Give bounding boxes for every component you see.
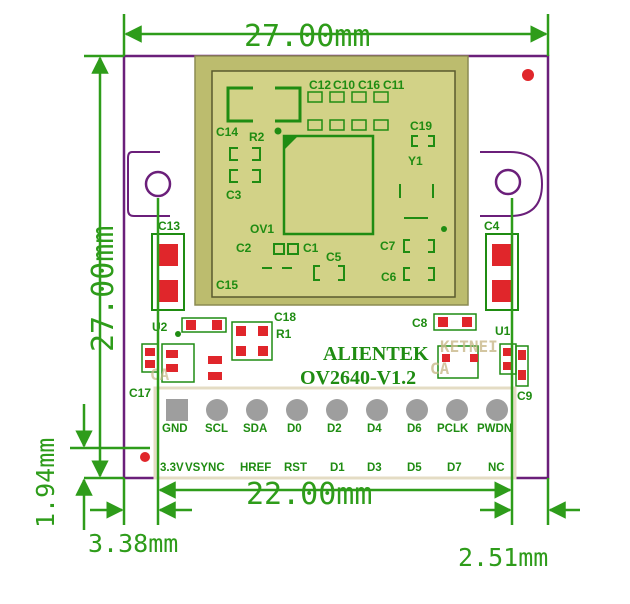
ref-r2: R2	[249, 130, 265, 144]
ref-c8: C8	[412, 316, 428, 330]
mount-hole-left	[144, 170, 172, 198]
svg-text:CA: CA	[430, 359, 450, 378]
dim-width-bottom: 22.00mm	[246, 477, 372, 512]
header-pin-top-gnd	[166, 399, 188, 421]
cap-c4	[485, 233, 519, 311]
ref-c17: C17	[129, 386, 151, 400]
pin-label-d2: D2	[327, 423, 342, 435]
pin-label-href: HREF	[240, 462, 271, 474]
pin-label-d6: D6	[407, 423, 422, 435]
ref-u2: U2	[152, 320, 168, 334]
mount-hole-right	[494, 168, 522, 196]
header-pin-top-pclk	[446, 399, 468, 421]
ref-c5: C5	[326, 250, 342, 264]
svg-text:CA: CA	[150, 365, 170, 384]
pin1-marker	[284, 136, 298, 150]
ref-c14: C14	[216, 125, 238, 139]
ref-u1: U1	[495, 324, 511, 338]
ref-c16: C16	[358, 78, 380, 92]
pin-label-rst: RST	[284, 462, 307, 474]
header-pin-top-scl	[206, 399, 228, 421]
sensor-inner	[211, 70, 456, 298]
svg-text:KETNEI: KETNEI	[440, 337, 498, 356]
ref-c1: C1	[303, 241, 319, 255]
pin-label-sda: SDA	[243, 423, 267, 435]
header-pin-top-d6	[406, 399, 428, 421]
dim-offset-left-x: 3.38mm	[88, 529, 178, 558]
ref-c9: C9	[517, 389, 533, 403]
pin-label-scl: SCL	[205, 423, 228, 435]
header-pin-top-sda	[246, 399, 268, 421]
pin-label-d3: D3	[367, 462, 382, 474]
pin-label-gnd: GND	[162, 423, 188, 435]
pin-label-nc: NC	[488, 462, 505, 474]
pin-label-d7: D7	[447, 462, 462, 474]
ref-r1: R1	[276, 327, 292, 341]
lower-right-parts	[433, 313, 529, 387]
header-pin-top-d4	[366, 399, 388, 421]
ref-c11: C11	[383, 78, 405, 92]
pin-label-vsync: VSYNC	[185, 462, 225, 474]
top-caps-group	[307, 91, 389, 131]
dim-offset-right-x: 2.51mm	[458, 543, 548, 572]
fiducial-top-right	[522, 69, 534, 81]
pin-label-d1: D1	[330, 462, 345, 474]
ref-c2: C2	[236, 241, 252, 255]
ref-c19: C19	[410, 119, 432, 133]
ref-c15: C15	[216, 278, 238, 292]
header-pin-top-pwdn	[486, 399, 508, 421]
ref-c7: C7	[380, 239, 396, 253]
header-pins	[166, 399, 508, 421]
pin-label-d0: D0	[287, 423, 302, 435]
sensor-chip	[282, 134, 375, 236]
sensor-ref-label: OV1	[250, 222, 274, 236]
fiducial-bottom-left	[140, 452, 150, 462]
ref-c13: C13	[158, 219, 180, 233]
pin-label-3v3: 3.3V	[160, 462, 184, 474]
ref-c18: C18	[274, 310, 296, 324]
cap-c13	[151, 233, 185, 311]
dim-offset-bottom: 1.94mm	[31, 438, 60, 528]
ref-c4: C4	[484, 219, 500, 233]
ref-y1: Y1	[408, 154, 423, 168]
pin-label-pclk: PCLK	[437, 423, 469, 435]
mount-ear-left	[127, 151, 170, 217]
ref-c3: C3	[226, 188, 242, 202]
lower-left-parts	[141, 317, 273, 383]
pin-label-d4: D4	[367, 423, 382, 435]
mount-ear-right	[480, 151, 544, 217]
model-label: OV2640-V1.2	[300, 367, 416, 389]
ref-c6: C6	[381, 270, 397, 284]
header-connector	[153, 386, 517, 480]
ref-c10: C10	[333, 78, 355, 92]
pin-label-d5: D5	[407, 462, 422, 474]
pin-label-pwdn: PWDN	[477, 423, 512, 435]
dim-height-left: 27.00mm	[86, 226, 121, 352]
header-pin-top-d2	[326, 399, 348, 421]
header-pin-top-d0	[286, 399, 308, 421]
ref-c12: C12	[309, 78, 331, 92]
brand-label: ALIENTEK	[323, 343, 429, 365]
dim-width-top: 27.00mm	[244, 19, 370, 54]
